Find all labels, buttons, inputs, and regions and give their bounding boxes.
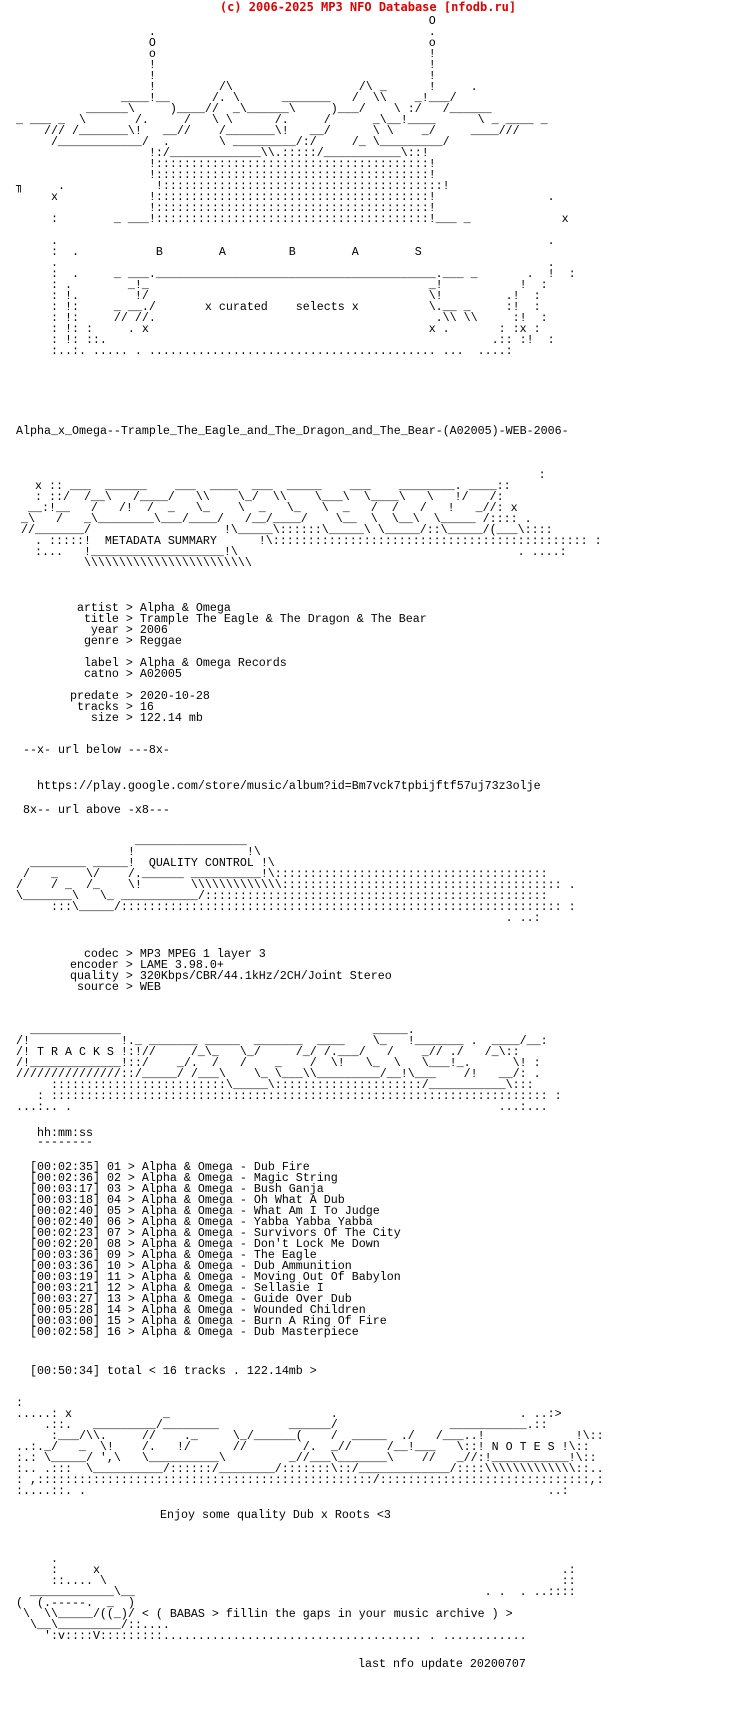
quality-fields: codec > MP3 MPEG 1 layer 3 encoder > LAM… <box>69 947 392 994</box>
quality-control-banner: ________________ ! !\ ________ _____! QU… <box>15 834 576 925</box>
url-above-marker: 8x-- url above -x8--- <box>23 803 170 817</box>
release-name: Alpha_x_Omega--Trample_The_Eagle_and_The… <box>16 424 569 438</box>
notes-text: Enjoy some quality Dub x Roots <3 <box>160 1508 391 1522</box>
tracklist-total: [00:50:34] total < 16 tracks . 122.14mb … <box>30 1364 317 1378</box>
url-below-marker: --x- url below ---8x- <box>23 743 170 757</box>
babas-footer-ascii-art: . : x .: ::.... \ :: ____________\__ <box>15 1552 576 1643</box>
tracks-banner: _____________ _____. /! !._ _______ ____… <box>15 1023 562 1114</box>
tracklist: [00:02:35] 01 > Alpha & Omega - Dub Fire… <box>30 1160 401 1339</box>
metadata-summary-banner: : x :: ___ ______ ___ ____ ___ _____ ___… <box>20 468 602 570</box>
last-update: last nfo update 20200707 <box>358 1657 526 1671</box>
metadata-fields: artist > Alpha & Omega title > Trample T… <box>69 601 427 725</box>
copyright-banner[interactable]: (c) 2006-2025 MP3 NFO Database [nfodb.ru… <box>219 0 517 14</box>
tracklist-header-underline: -------- <box>37 1135 93 1149</box>
album-url-link[interactable]: https://play.google.com/store/music/albu… <box>37 779 541 793</box>
tracklist-header: hh:mm:ss <box>37 1126 93 1140</box>
notes-banner: : .....: x _ . . ..:> .::. _________/___… <box>15 1396 604 1498</box>
babas-logo-ascii-art: O . . O o o ! <box>15 14 576 358</box>
